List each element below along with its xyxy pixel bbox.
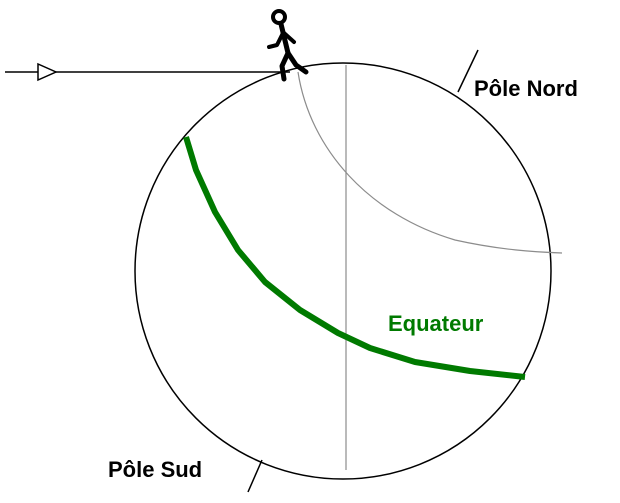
equator-label: Equateur [388, 311, 484, 336]
south-axis-line [247, 459, 263, 493]
arrowhead-icon [37, 62, 58, 82]
south-pole-label: Pôle Sud [108, 457, 202, 482]
walking-person-icon [267, 9, 309, 82]
north-pole-label: Pôle Nord [474, 76, 578, 101]
tilted-meridian [297, 71, 563, 254]
globe-circle [134, 62, 552, 480]
north-axis-line [457, 49, 479, 93]
equator-line [183, 136, 526, 380]
